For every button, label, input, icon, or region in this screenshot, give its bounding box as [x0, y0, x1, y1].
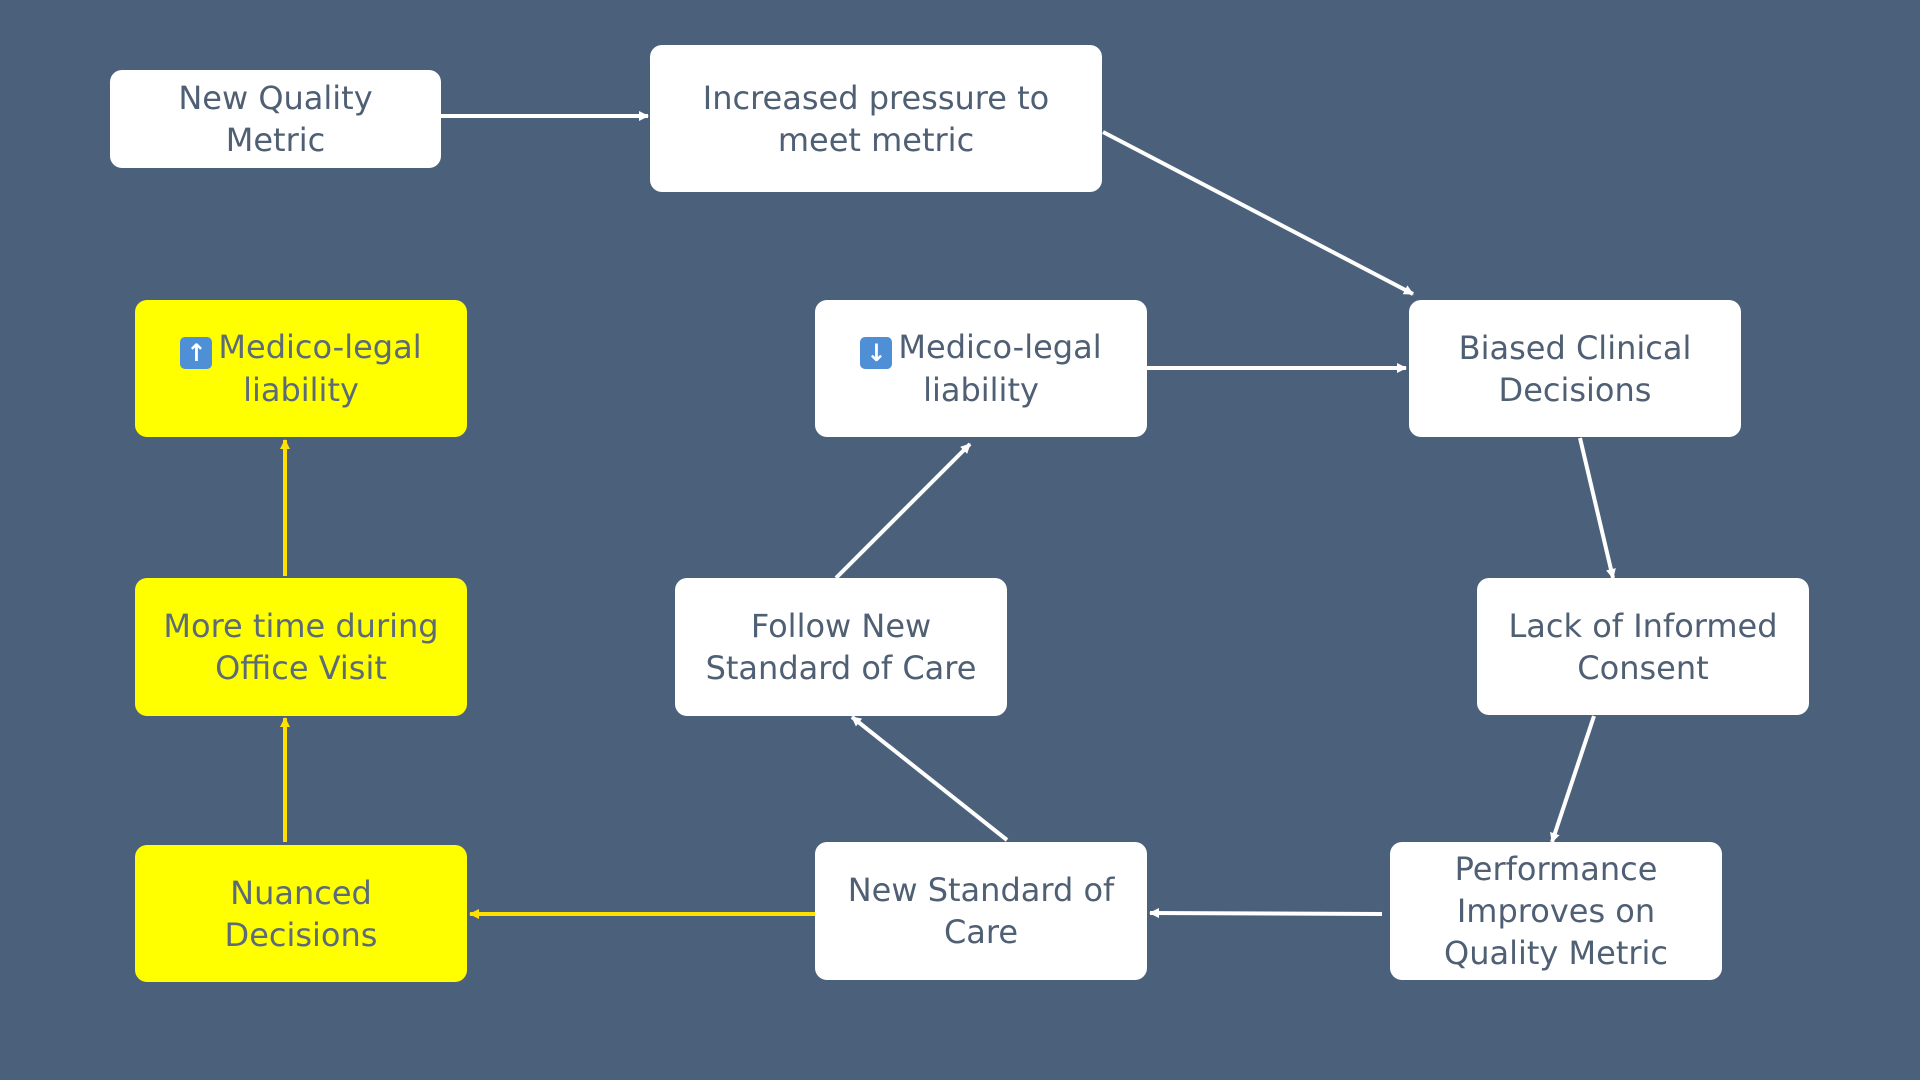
node-label: Nuanced Decisions	[224, 873, 378, 954]
edge-consent-to-performance	[1550, 715, 1596, 843]
node-nuanced-decisions: Nuanced Decisions	[135, 845, 467, 982]
edge-biased-to-consent	[1578, 437, 1616, 579]
node-label-text: Medico-legal liability	[898, 328, 1102, 409]
up-arrow-icon: ↑	[180, 337, 213, 369]
node-label: New Quality Metric	[178, 79, 373, 159]
node-label: More time during Office Visit	[163, 607, 439, 687]
node-label: ↓Medico-legal liability	[829, 326, 1133, 411]
edge-performance-to-standard	[1149, 908, 1383, 919]
node-label: Biased Clinical Decisions	[1458, 328, 1692, 409]
down-arrow-icon: ↓	[860, 337, 893, 369]
node-new-standard-of-care: New Standard of Care	[815, 842, 1147, 980]
node-label: Follow New Standard of Care	[705, 607, 977, 687]
node-medico-legal-liability-up: ↑Medico-legal liability	[135, 300, 467, 437]
node-label: New Standard of Care	[847, 871, 1115, 951]
edge-pressure-to-biased	[1102, 130, 1414, 296]
node-label-text: Medico-legal liability	[218, 328, 422, 409]
node-label: Lack of Informed Consent	[1508, 606, 1778, 687]
node-biased-clinical-decisions: Biased Clinical Decisions	[1409, 300, 1741, 437]
node-follow-new-standard: Follow New Standard of Care	[675, 578, 1007, 716]
node-increased-pressure: Increased pressure to meet metric	[650, 45, 1102, 192]
edge-standard-to-follow	[850, 715, 1009, 842]
node-performance-improves: Performance Improves on Quality Metric	[1390, 842, 1722, 980]
node-lack-of-informed-consent: Lack of Informed Consent	[1477, 578, 1809, 715]
node-medico-legal-liability-down: ↓Medico-legal liability	[815, 300, 1147, 437]
node-label: Performance Improves on Quality Metric	[1444, 850, 1668, 972]
node-label: Increased pressure to meet metric	[702, 78, 1050, 159]
node-new-quality-metric: New Quality Metric	[110, 70, 441, 168]
node-label: ↑Medico-legal liability	[149, 326, 453, 411]
edge-follow-to-liability-down	[834, 442, 972, 580]
node-more-time-office-visit: More time during Office Visit	[135, 578, 467, 716]
